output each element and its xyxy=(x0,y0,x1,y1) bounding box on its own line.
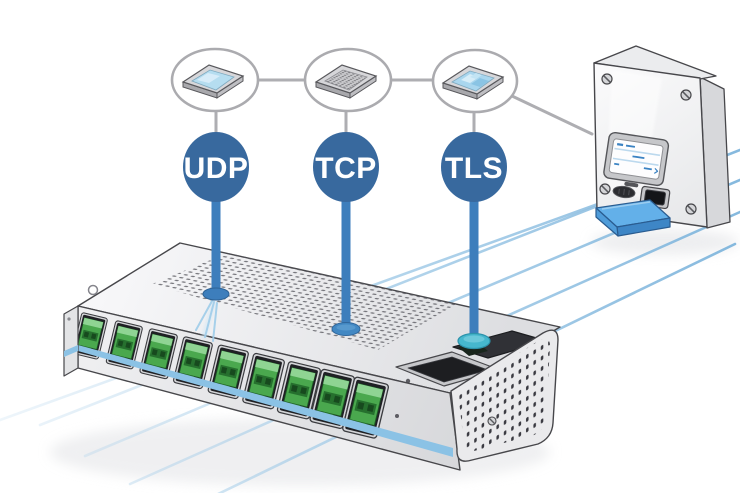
udp-badge: UDP xyxy=(183,132,249,202)
udp-badge-label: UDP xyxy=(184,152,249,185)
tcp-badge-label: TCP xyxy=(315,152,377,185)
switch-left-bevel xyxy=(63,305,79,377)
device-floor-shadow xyxy=(591,229,739,255)
connector-lines xyxy=(214,78,594,136)
screw-icon xyxy=(601,73,613,85)
chevron-right-icon xyxy=(653,167,659,174)
device-screws xyxy=(599,73,697,215)
switch-accent-stripe xyxy=(78,345,453,457)
switch-front-screw xyxy=(395,414,399,418)
screw-icon xyxy=(680,89,692,101)
tcp-chip-icon xyxy=(314,64,378,99)
memory-card xyxy=(595,199,671,237)
screw-icon xyxy=(685,203,697,215)
tls-chip-node xyxy=(431,48,519,114)
tls-chip-icon xyxy=(441,65,505,100)
udp-landing-point xyxy=(195,287,230,342)
tls-badge: TLS xyxy=(441,132,507,202)
udp-chip-node xyxy=(170,47,260,113)
tls-badge-label: TLS xyxy=(445,152,503,185)
chip-nodes xyxy=(170,47,519,114)
screw-icon xyxy=(487,416,497,426)
screw-icon xyxy=(599,183,611,195)
device-screen xyxy=(603,131,670,188)
tcp-badge: TCP xyxy=(313,132,379,202)
connector-tls-device xyxy=(510,94,594,136)
tcp-chip-node xyxy=(303,47,393,113)
controller-device-illustration xyxy=(593,45,731,237)
switch-top-screw-hole xyxy=(87,284,99,296)
protocol-connection-lines xyxy=(195,196,491,350)
protocol-badges: UDP TCP TLS xyxy=(183,132,507,202)
tls-landing-point xyxy=(457,332,491,350)
usb-connector xyxy=(612,185,636,199)
tcp-landing-point xyxy=(331,322,361,336)
rj45-port xyxy=(207,344,249,400)
switch-top-screw xyxy=(405,378,411,384)
udp-chip-icon xyxy=(181,64,245,99)
